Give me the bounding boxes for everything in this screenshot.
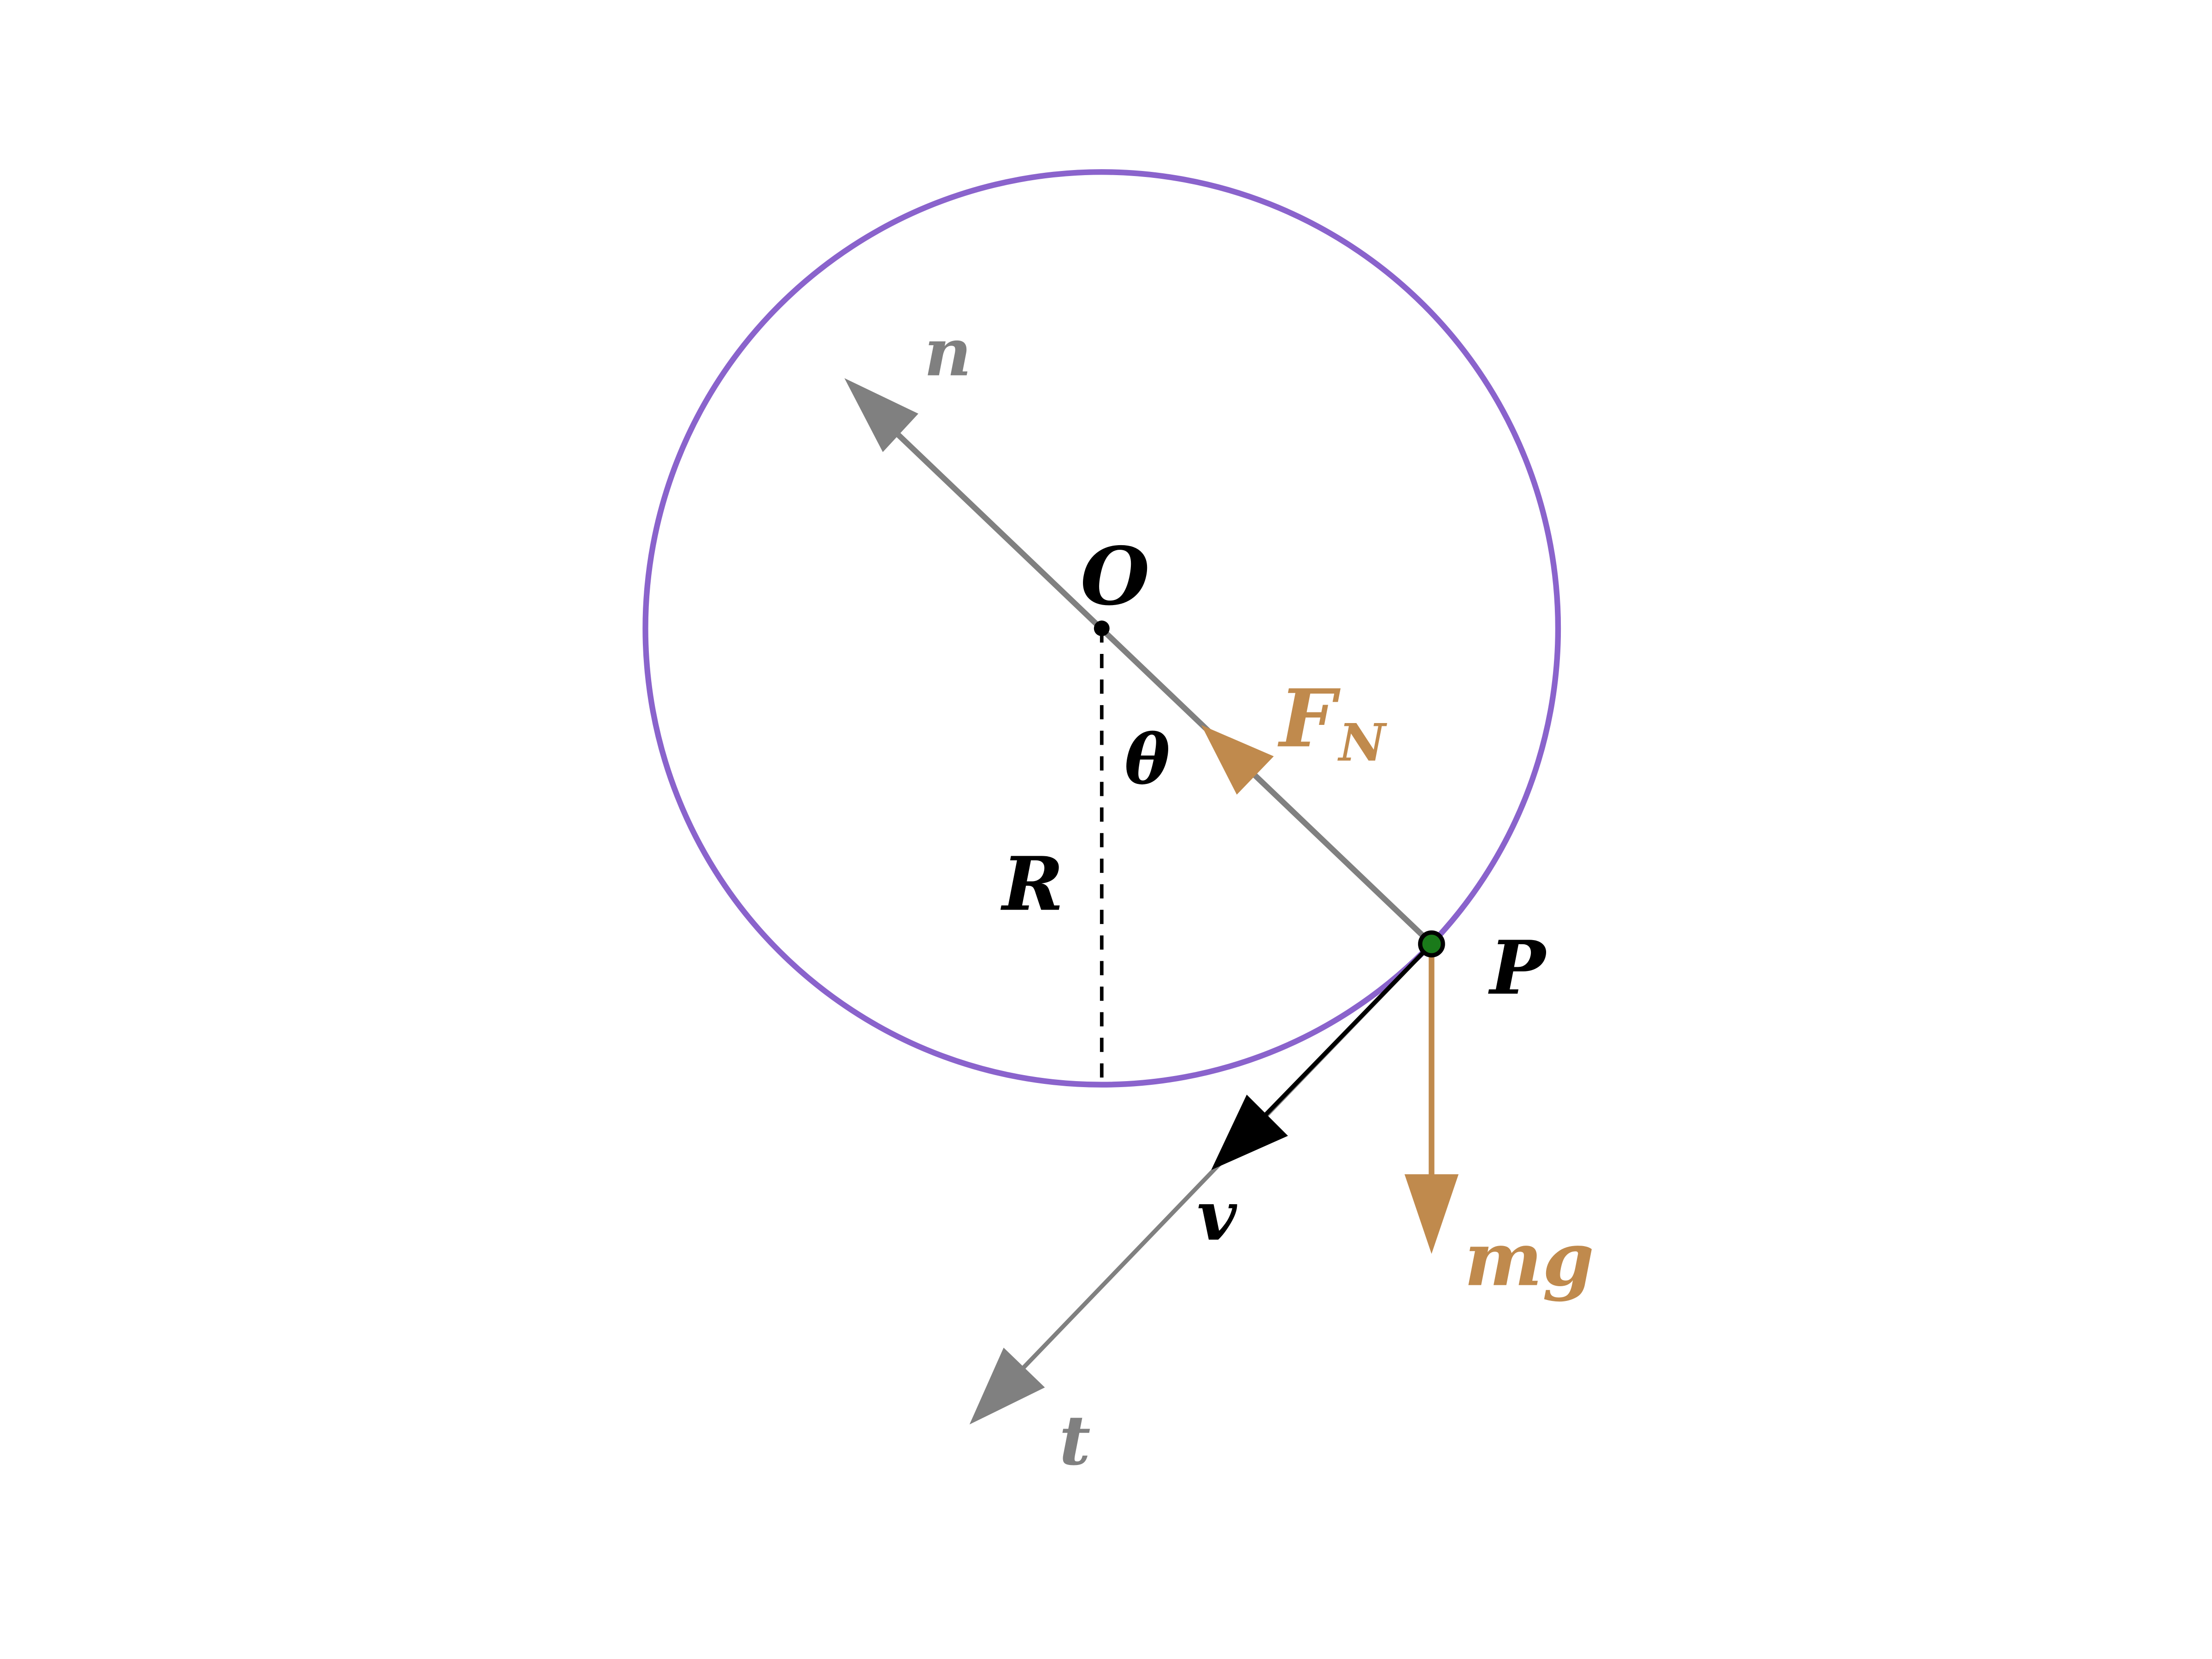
velocity-line	[1235, 942, 1433, 1146]
weight-label: mg	[1464, 1216, 1594, 1303]
radius-label: R	[1000, 840, 1064, 927]
angle-label: θ	[1124, 719, 1170, 800]
center-label: O	[1080, 529, 1149, 623]
normal-force-label-main: F	[1277, 672, 1341, 765]
point-label: P	[1488, 924, 1547, 1011]
normal-force-arrowhead	[1201, 725, 1274, 795]
velocity-label: v	[1197, 1176, 1237, 1256]
tangent-axis-label: t	[1059, 1400, 1090, 1480]
velocity-arrowhead	[1211, 1094, 1288, 1170]
normal-axis-line	[896, 433, 1434, 946]
particle-point	[1418, 930, 1445, 958]
normal-axis-label: n	[924, 314, 971, 391]
normal-axis-arrowhead	[844, 378, 918, 452]
normal-force-label-subscript: N	[1337, 713, 1387, 773]
tangent-axis-arrowhead	[969, 1347, 1045, 1425]
center-point	[1094, 620, 1110, 636]
weight-arrowhead	[1404, 1174, 1459, 1254]
circular-track	[642, 169, 1561, 1088]
